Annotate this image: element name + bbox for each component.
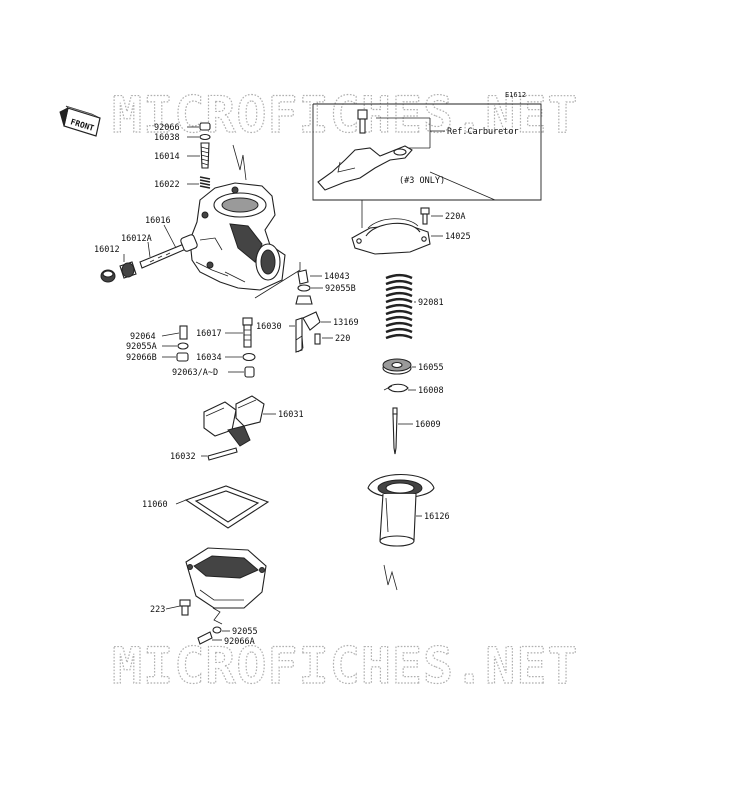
cylinder-note: (#3 ONLY)	[399, 176, 445, 186]
label-92081: 92081	[418, 298, 444, 308]
label-92055a: 92055A	[126, 342, 157, 352]
cap-92066	[199, 122, 211, 131]
main-jet-92063	[244, 366, 255, 378]
label-220: 220	[335, 334, 350, 344]
float-16031	[203, 395, 265, 447]
label-16055: 16055	[418, 363, 444, 373]
diagram-code: E1612	[505, 91, 526, 99]
ref-bracket	[317, 109, 413, 191]
needle-holder	[382, 358, 412, 375]
gasket-11060	[184, 485, 270, 529]
watermark-bottom: MICROFICHES.NET	[112, 637, 579, 695]
spring	[385, 273, 413, 340]
label-16009: 16009	[415, 420, 441, 430]
screw-220a	[420, 207, 430, 225]
label-16030: 16030	[256, 322, 282, 332]
jet-needle	[392, 407, 398, 455]
needle-jet-16017	[242, 317, 253, 348]
pin-16032	[207, 447, 238, 461]
label-14043: 14043	[324, 272, 350, 282]
label-92055: 92055	[232, 627, 258, 637]
label-16022: 16022	[154, 180, 180, 190]
label-16034: 16034	[196, 353, 222, 363]
jet-92066b	[176, 352, 189, 362]
o-ring-92055b	[297, 284, 311, 292]
label-16016: 16016	[145, 216, 171, 226]
washer-16038	[199, 133, 211, 141]
label-16012: 16012	[94, 245, 120, 255]
fitting	[295, 295, 313, 305]
label-16014: 16014	[154, 152, 180, 162]
label-16038: 16038	[154, 133, 180, 143]
drain-screw-92066a	[197, 631, 213, 645]
o-ring-92055	[212, 626, 222, 634]
label-92066: 92066	[154, 123, 180, 133]
jet-92064	[179, 325, 188, 340]
reference-carburetor-frame	[312, 103, 542, 228]
o-ring-92055a	[177, 342, 189, 350]
label-16032: 16032	[170, 452, 196, 462]
cap-16012	[100, 269, 116, 283]
watermark-top: MICROFICHES.NET	[112, 86, 579, 144]
top-cover	[351, 218, 431, 255]
starter-plunger-16016	[139, 234, 198, 269]
bracket-13169	[302, 311, 321, 331]
front-arrow-icon: FRONT	[59, 105, 101, 137]
ref-carburetor-label: Ref.Carburetor	[447, 127, 519, 137]
label-13169: 13169	[333, 318, 359, 328]
leader-lines	[123, 126, 443, 641]
label-16126: 16126	[424, 512, 450, 522]
vacuum-piston	[367, 473, 435, 547]
needle-clip	[383, 383, 409, 393]
label-14025: 14025	[445, 232, 471, 242]
label-16008: 16008	[418, 386, 444, 396]
cap-14043	[297, 269, 309, 285]
nut-16012a	[119, 261, 137, 279]
label-92063: 92063/A~D	[172, 368, 218, 378]
screw-223	[179, 599, 191, 616]
label-11060: 11060	[142, 500, 168, 510]
bracket-16030	[295, 317, 304, 353]
label-223: 223	[150, 605, 165, 615]
screw-220	[314, 333, 321, 345]
washer-16034	[242, 352, 256, 362]
label-16017: 16017	[196, 329, 222, 339]
label-92066b: 92066B	[126, 353, 157, 363]
pilot-screw-16014	[200, 142, 210, 169]
label-92055b: 92055B	[325, 284, 356, 294]
label-92066a: 92066A	[224, 637, 255, 647]
carburetor-body	[189, 182, 286, 291]
spring-16022	[199, 176, 211, 189]
label-16012a: 16012A	[121, 234, 152, 244]
float-bowl	[185, 547, 267, 609]
label-16031: 16031	[278, 410, 304, 420]
label-92064: 92064	[130, 332, 156, 342]
label-220a: 220A	[445, 212, 465, 222]
